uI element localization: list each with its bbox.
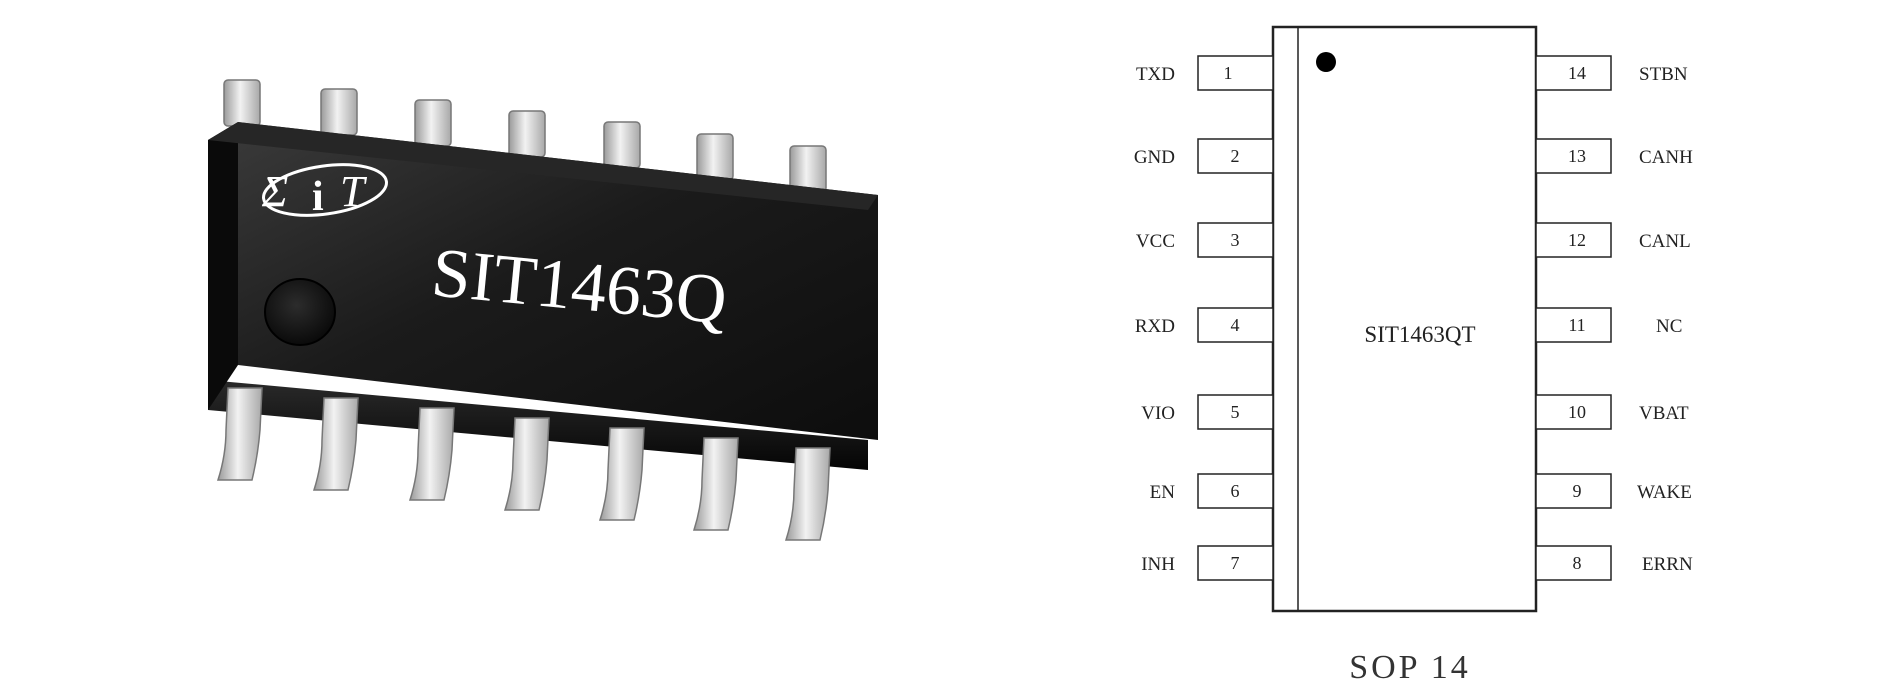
- front-lead: [408, 407, 455, 501]
- back-lead: [789, 145, 827, 193]
- pin-name: ERRN: [1642, 554, 1693, 575]
- front-lead: [216, 387, 263, 481]
- pin-10: 10 VBAT: [1535, 394, 1689, 430]
- pin-name: RXD: [1135, 316, 1175, 337]
- pin-number: 1: [1224, 63, 1233, 83]
- pin-name: CANL: [1639, 231, 1691, 252]
- pin-name: GND: [1134, 147, 1175, 168]
- pin-6: 6 EN: [1150, 473, 1274, 509]
- ic-part-label: SIT1463QT: [1364, 322, 1475, 347]
- left-pins: 1 TXD 2 GND 3 VCC 4 RXD 5 VIO 6 EN: [1134, 55, 1274, 581]
- pin-4: 4 RXD: [1135, 307, 1274, 343]
- pin-name: INH: [1141, 554, 1175, 575]
- front-lead: [692, 437, 739, 531]
- pin-number: 13: [1568, 146, 1586, 166]
- chip-top-face: [238, 122, 878, 440]
- pin-number: 9: [1573, 481, 1582, 501]
- pin-number: 5: [1231, 402, 1240, 422]
- chip-side-face: [208, 122, 238, 410]
- svg-text:Σ: Σ: [261, 167, 288, 216]
- pin-name: WAKE: [1637, 482, 1692, 503]
- back-lead: [320, 88, 358, 136]
- pin-name: NC: [1656, 316, 1682, 337]
- front-lead: [503, 417, 550, 511]
- back-lead: [508, 110, 546, 158]
- back-lead: [696, 133, 734, 181]
- pin-9: 9 WAKE: [1535, 473, 1692, 509]
- back-leads: [223, 79, 827, 193]
- back-lead: [414, 99, 452, 147]
- sit-logo: Σ i T: [261, 163, 388, 220]
- ic-body: [1271, 25, 1538, 613]
- package-caption: SOP 14: [1349, 649, 1471, 686]
- front-lead: [784, 447, 831, 541]
- front-leads: [216, 387, 831, 541]
- pin-11: 11 NC: [1535, 307, 1682, 343]
- pin-number: 8: [1573, 553, 1582, 573]
- pin-2: 2 GND: [1134, 138, 1274, 174]
- pin-14: 14 STBN: [1535, 55, 1688, 91]
- pin-7: 7 INH: [1141, 545, 1274, 581]
- pin-number: 11: [1568, 315, 1585, 335]
- pin-3: 3 VCC: [1136, 222, 1274, 258]
- pin-number: 6: [1231, 481, 1240, 501]
- front-lead: [598, 427, 645, 521]
- pin-number: 7: [1231, 553, 1240, 573]
- right-pins: 14 STBN 13 CANH 12 CANL 11 NC 10 VBAT 9 …: [1535, 55, 1693, 581]
- pin-5: 5 VIO: [1141, 394, 1274, 430]
- pin-name: VBAT: [1639, 403, 1689, 424]
- pin1-dimple: [264, 278, 336, 346]
- pin-name: VIO: [1141, 403, 1175, 424]
- pin-number: 10: [1568, 402, 1586, 422]
- pinout-diagram: SIT1463QT 1 TXD 2 GND 3 VCC 4 RXD 5 VIO: [1134, 25, 1693, 686]
- pin-name: CANH: [1639, 147, 1693, 168]
- pin-name: EN: [1150, 482, 1176, 503]
- back-lead: [223, 79, 261, 127]
- pin-8: 8 ERRN: [1535, 545, 1693, 581]
- pin-13: 13 CANH: [1535, 138, 1693, 174]
- pin-12: 12 CANL: [1535, 222, 1691, 258]
- pin-number: 3: [1231, 230, 1240, 250]
- pin-1: 1 TXD: [1136, 55, 1274, 91]
- front-lead: [312, 397, 359, 491]
- pin-number: 12: [1568, 230, 1586, 250]
- svg-text:i: i: [312, 174, 324, 220]
- pin-number: 2: [1231, 146, 1240, 166]
- pin-number: 14: [1568, 63, 1586, 83]
- pin-name: VCC: [1136, 231, 1175, 252]
- pin1-marker: [1316, 52, 1336, 72]
- svg-text:T: T: [340, 167, 368, 216]
- chip-3d-render: Σ i T SIT1463Q: [208, 79, 878, 541]
- pin-name: STBN: [1639, 64, 1688, 85]
- back-lead: [603, 121, 641, 169]
- pin-number: 4: [1231, 315, 1240, 335]
- pin-name: TXD: [1136, 64, 1175, 85]
